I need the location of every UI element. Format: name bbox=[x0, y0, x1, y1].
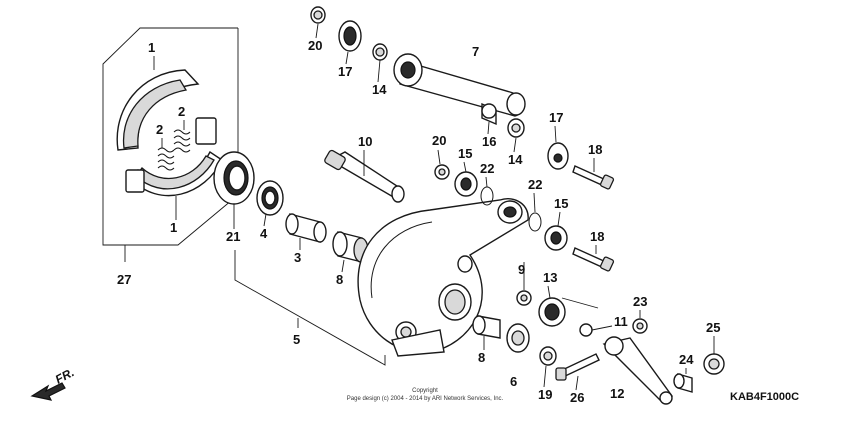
callout-23: 23 bbox=[633, 294, 647, 309]
seal-6-part[interactable] bbox=[506, 323, 530, 353]
nut-top-part[interactable] bbox=[310, 6, 326, 24]
bolt-11-part[interactable] bbox=[579, 323, 613, 337]
callout-1b: 1 bbox=[170, 220, 177, 235]
callout-1a: 1 bbox=[148, 40, 155, 55]
callout-20b: 20 bbox=[432, 133, 446, 148]
callout-6: 6 bbox=[510, 374, 517, 389]
callout-15b: 15 bbox=[554, 196, 568, 211]
nut-19-part[interactable] bbox=[539, 346, 557, 366]
callout-11: 11 bbox=[614, 314, 628, 329]
copyright-line-2: Page design (c) 2004 - 2014 by ARI Netwo… bbox=[347, 396, 504, 402]
nut-25-part[interactable] bbox=[703, 353, 725, 375]
callout-4: 4 bbox=[260, 226, 268, 241]
callout-3: 3 bbox=[294, 250, 301, 265]
bushing-16-part[interactable] bbox=[481, 102, 497, 126]
brake-panel-part[interactable] bbox=[357, 198, 529, 357]
callout-8a: 8 bbox=[336, 272, 343, 287]
callout-leaders bbox=[153, 23, 715, 391]
torque-link-part[interactable] bbox=[393, 53, 526, 117]
callout-27: 27 bbox=[117, 272, 131, 287]
bolt-lower-part[interactable] bbox=[572, 247, 615, 272]
callout-17b: 17 bbox=[549, 110, 563, 125]
bearing-left-part[interactable] bbox=[454, 171, 478, 197]
callout-10: 10 bbox=[358, 134, 372, 149]
callout-22a: 22 bbox=[480, 161, 494, 176]
wear-indicator-spring-part[interactable] bbox=[538, 297, 599, 327]
bolt-upper-part[interactable] bbox=[572, 165, 615, 190]
callout-19: 19 bbox=[538, 387, 552, 402]
callout-17a: 17 bbox=[338, 64, 352, 79]
callout-8b: 8 bbox=[478, 350, 485, 365]
callout-21: 21 bbox=[226, 229, 240, 244]
brake-spring-part[interactable] bbox=[157, 129, 191, 171]
nut-23-part[interactable] bbox=[632, 318, 648, 334]
collar-24-part[interactable] bbox=[673, 373, 693, 393]
callout-26: 26 bbox=[570, 390, 584, 405]
callout-12: 12 bbox=[610, 386, 624, 401]
callout-14b: 14 bbox=[508, 152, 523, 167]
callout-13: 13 bbox=[543, 270, 557, 285]
callout-22b: 22 bbox=[528, 177, 542, 192]
callout-20a: 20 bbox=[308, 38, 322, 53]
callout-18a: 18 bbox=[588, 142, 602, 157]
brake-arm-part[interactable] bbox=[602, 336, 674, 405]
front-direction-label: FR. bbox=[53, 365, 77, 386]
circlip-right-part[interactable] bbox=[528, 212, 542, 232]
callout-2b: 2 bbox=[178, 104, 185, 119]
nut-mid-part[interactable] bbox=[434, 164, 450, 180]
return-spring-part[interactable] bbox=[256, 180, 284, 216]
callout-16: 16 bbox=[482, 134, 496, 149]
callout-24: 24 bbox=[679, 352, 694, 367]
brake-shoe-part[interactable] bbox=[116, 69, 223, 197]
diagram-code: KAB4F1000C bbox=[730, 391, 799, 403]
collar-part[interactable] bbox=[285, 213, 327, 243]
callout-5: 5 bbox=[293, 332, 300, 347]
brake-cam-part[interactable] bbox=[324, 149, 405, 203]
nut-9-part[interactable] bbox=[516, 290, 532, 306]
callout-9: 9 bbox=[518, 262, 525, 277]
callout-25: 25 bbox=[706, 320, 720, 335]
callout-18b: 18 bbox=[590, 229, 604, 244]
callout-2a: 2 bbox=[156, 122, 163, 137]
cap-right-part[interactable] bbox=[547, 142, 569, 170]
bearing-top-part[interactable] bbox=[338, 20, 362, 52]
bolt-26-part[interactable] bbox=[555, 353, 600, 381]
callout-14a: 14 bbox=[372, 82, 387, 97]
bushing-right-part[interactable] bbox=[472, 315, 501, 339]
front-direction-indicator: FR. bbox=[30, 365, 77, 401]
collar-right-part[interactable] bbox=[507, 118, 525, 138]
callout-15a: 15 bbox=[458, 146, 472, 161]
callouts: 1 1 2 2 3 4 5 6 7 8 8 9 10 11 12 13 14 1… bbox=[117, 38, 720, 405]
copyright-line-1: Copyright bbox=[412, 388, 438, 394]
oil-seal-part[interactable] bbox=[213, 151, 255, 205]
callout-7: 7 bbox=[472, 44, 479, 59]
bearing-right-part[interactable] bbox=[544, 225, 568, 251]
collar-top-part[interactable] bbox=[372, 43, 388, 61]
panel-group-bracket bbox=[234, 250, 386, 366]
